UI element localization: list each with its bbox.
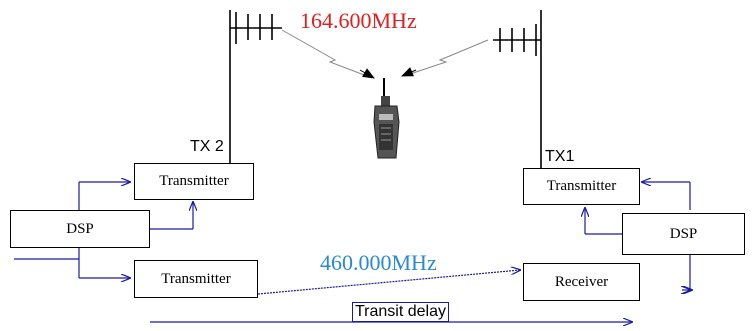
left-transmitter-top: Transmitter	[134, 163, 254, 200]
right-dsp: DSP	[622, 213, 745, 255]
tx1-label: TX1	[545, 148, 575, 165]
yagi-antenna-icon-left	[229, 10, 282, 165]
frequency-label-top: 164.600MHz	[300, 8, 417, 33]
left-dsp: DSP	[10, 210, 150, 248]
receiver-box: Receiver	[523, 263, 640, 301]
rf-link-left	[281, 29, 375, 79]
left-signal-lines	[14, 182, 520, 295]
rf-link-right	[401, 39, 489, 77]
left-transmitter-bottom: Transmitter	[134, 260, 258, 298]
yagi-antenna-icon-right	[493, 10, 542, 170]
transit-delay-label: Transit delay	[352, 302, 449, 322]
tx2-label: TX 2	[190, 138, 224, 155]
right-signal-lines	[150, 182, 692, 322]
frequency-label-bottom: 460.000MHz	[320, 250, 437, 275]
handheld-radio-icon	[373, 78, 400, 159]
right-transmitter: Transmitter	[523, 168, 640, 205]
